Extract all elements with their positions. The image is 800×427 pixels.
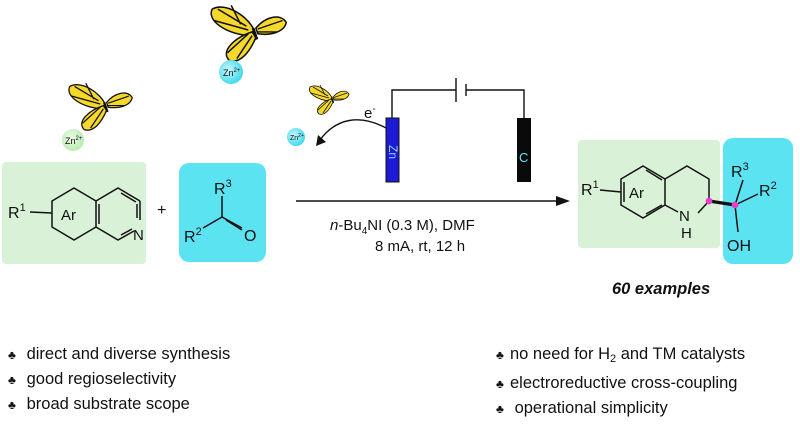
butterfly-icon	[209, 3, 288, 63]
aryl-ring-label: Ar	[61, 207, 76, 224]
product-ring-highlight-box	[578, 140, 720, 248]
list-item: ♣ operational simplicity	[496, 396, 745, 421]
club-icon: ♣	[8, 373, 16, 387]
list-item: ♣ good regioselectivity	[8, 367, 230, 392]
conditions-line-1: n-Bu4NI (0.3 M), DMF	[330, 217, 475, 237]
examples-count: 60 examples	[612, 280, 710, 298]
zinc-ion-icon: Zn2+	[287, 128, 305, 146]
club-icon: ♣	[8, 348, 16, 362]
battery-icon	[391, 78, 525, 120]
advantages-list-left: ♣ direct and diverse synthesis ♣ good re…	[8, 342, 230, 417]
conditions-line-2: 8 mA, rt, 12 h	[375, 238, 465, 255]
product-aryl-ring-label: Ar	[629, 185, 644, 202]
zinc-ion-icon: Zn2+	[62, 129, 84, 151]
product-nh-h-label: H	[681, 225, 692, 242]
electron-transfer-arrow: e-	[316, 104, 387, 146]
r1-substituent-label: R1	[8, 202, 26, 222]
list-item: ♣no need for H2 and TM catalysts	[496, 345, 746, 365]
stereocenter-dot	[731, 201, 739, 209]
svg-text:Zn2+: Zn2+	[65, 136, 83, 146]
product-nh-n-label: N	[679, 208, 690, 225]
reaction-arrow	[296, 196, 570, 206]
zinc-ion-icon: Zn2+	[219, 60, 243, 84]
butterfly-icon	[308, 84, 350, 116]
product-r1-label: R1	[581, 179, 599, 199]
club-icon: ♣	[496, 402, 504, 416]
club-icon: ♣	[496, 348, 504, 362]
product-r3-label: R3	[731, 161, 749, 181]
svg-text:Zn: Zn	[386, 145, 400, 159]
svg-text:C: C	[519, 150, 528, 165]
carbonyl-structure	[202, 196, 243, 231]
carbon-electrode: C	[517, 118, 531, 182]
product-alcohol-highlight-box	[723, 138, 793, 264]
list-item: ♣ broad substrate scope	[8, 392, 230, 417]
alcohol-sidechain	[708, 179, 759, 233]
r3-substituent-label: R3	[214, 178, 232, 198]
svg-text:Zn2+: Zn2+	[290, 133, 304, 142]
stereocenter-dot	[705, 197, 713, 205]
list-item: ♣electroreductive cross-coupling	[496, 371, 745, 396]
plus-sign: +	[157, 202, 166, 219]
advantages-list-right: ♣no need for H2 and TM catalysts ♣electr…	[496, 342, 745, 421]
list-item: ♣ direct and diverse synthesis	[8, 342, 230, 367]
butterfly-icon	[67, 81, 134, 132]
product-oh-label: OH	[727, 238, 751, 255]
club-icon: ♣	[496, 377, 504, 391]
svg-text:Zn2+: Zn2+	[223, 68, 241, 78]
club-icon: ♣	[8, 398, 16, 412]
svg-text:e-: e-	[364, 104, 376, 122]
zinc-electrode: Zn	[385, 117, 400, 183]
quinoline-highlight-box	[2, 162, 146, 264]
r2-substituent-label: R2	[184, 226, 202, 246]
oxygen-label: O	[244, 228, 256, 245]
product-r2-label: R2	[759, 180, 777, 200]
quinoline-nitrogen-label: N	[133, 227, 144, 244]
quinoline-structure	[29, 187, 141, 241]
